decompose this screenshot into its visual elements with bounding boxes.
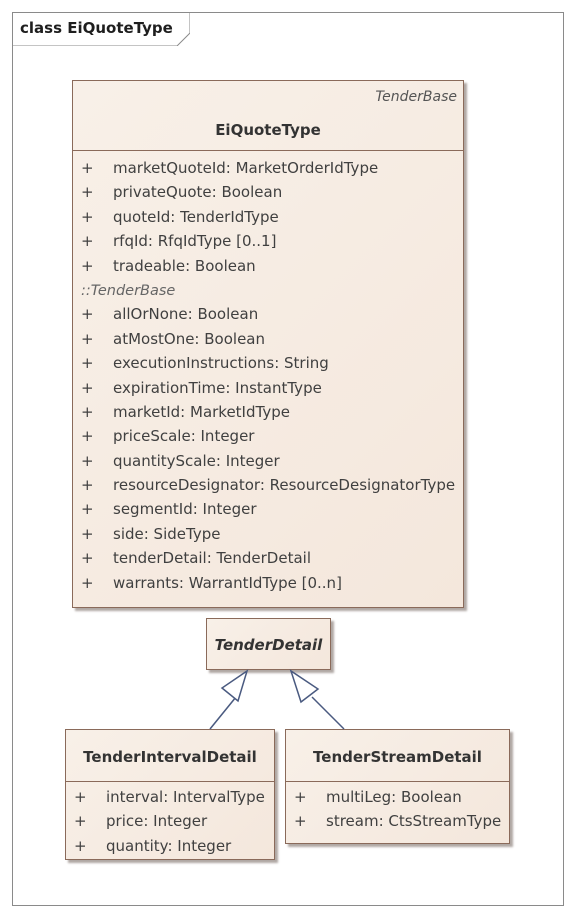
visibility-marker: +	[81, 256, 94, 275]
inherited-label: ::TenderBase	[81, 282, 176, 299]
frame-title: class EiQuoteType	[20, 19, 173, 37]
visibility-marker: +	[74, 788, 87, 806]
visibility-marker: +	[81, 524, 94, 543]
visibility-marker: +	[81, 305, 94, 324]
class-tenderstreamdetail[interactable]: TenderStreamDetail + multiLeg: Boolean + st…	[285, 729, 510, 844]
attribute-text: multiLeg: Boolean	[326, 788, 462, 806]
stereotype-label: TenderBase	[375, 89, 457, 105]
attribute-text: quantityScale: Integer	[113, 451, 280, 470]
class-header: TenderIntervalDetail	[66, 730, 274, 782]
attribute-row[interactable]: + allOrNone: Boolean	[73, 303, 463, 327]
attribute-text: privateQuote: Boolean	[113, 183, 283, 202]
attribute-text: stream: CtsStreamType	[326, 812, 502, 831]
generalization-line-interval	[209, 696, 237, 730]
visibility-marker: +	[81, 500, 94, 519]
attribute-row[interactable]: + price: Integer	[66, 810, 274, 834]
attribute-row[interactable]: + resourceDesignator: ResourceDesignatorT…	[73, 474, 463, 498]
attribute-text: rfqId: RfqIdType [0..1]	[113, 232, 277, 251]
class-tenderdetail[interactable]: TenderDetail	[206, 618, 331, 670]
diagram-frame	[12, 12, 564, 906]
attribute-text: marketQuoteId: MarketOrderIdType	[113, 159, 379, 177]
class-header: TenderStreamDetail	[286, 730, 509, 782]
attribute-row[interactable]: + privateQuote: Boolean	[73, 181, 463, 205]
attribute-text: expirationTime: InstantType	[113, 378, 322, 397]
visibility-marker: +	[294, 812, 307, 831]
attribute-text: tradeable: Boolean	[113, 256, 256, 275]
visibility-marker: +	[81, 573, 94, 592]
visibility-marker: +	[81, 354, 94, 373]
attribute-row[interactable]: + quantityScale: Integer	[73, 450, 463, 474]
attribute-row[interactable]: + tenderDetail: TenderDetail	[73, 547, 463, 571]
attribute-text: quoteId: TenderIdType	[113, 207, 279, 226]
attribute-row[interactable]: + tradeable: Boolean	[73, 255, 463, 279]
visibility-marker: +	[81, 378, 94, 397]
class-eiquotetype[interactable]: TenderBase EiQuoteType + marketQuoteId: M…	[72, 80, 464, 608]
class-name: TenderIntervalDetail	[83, 748, 257, 766]
attribute-row[interactable]: + quantity: Integer	[66, 835, 274, 859]
generalization-arrow-stream	[289, 669, 320, 704]
class-name: TenderStreamDetail	[313, 748, 482, 766]
attribute-text: executionInstructions: String	[113, 354, 329, 373]
generalization-arrow-interval	[220, 669, 249, 703]
attribute-text: allOrNone: Boolean	[113, 305, 259, 324]
attribute-row[interactable]: + quoteId: TenderIdType	[73, 206, 463, 230]
visibility-marker: +	[74, 836, 87, 855]
attribute-list: + marketQuoteId: MarketOrderIdType + privat…	[73, 151, 463, 596]
attribute-row[interactable]: + marketId: MarketIdType	[73, 401, 463, 425]
attribute-row[interactable]: + stream: CtsStreamType	[286, 810, 509, 834]
visibility-marker: +	[81, 159, 94, 177]
visibility-marker: +	[74, 812, 87, 831]
attribute-row[interactable]: + rfqId: RfqIdType [0..1]	[73, 230, 463, 254]
attribute-row[interactable]: + executionInstructions: String	[73, 352, 463, 376]
visibility-marker: +	[81, 207, 94, 226]
class-name: TenderDetail	[214, 636, 323, 654]
class-name: EiQuoteType	[215, 121, 321, 139]
generalization-line-stream	[311, 696, 345, 730]
attribute-row[interactable]: + warrants: WarrantIdType [0..n]	[73, 572, 463, 596]
attribute-text: tenderDetail: TenderDetail	[113, 549, 311, 568]
attribute-text: price: Integer	[106, 812, 208, 831]
visibility-marker: +	[81, 476, 94, 495]
attribute-row[interactable]: + expirationTime: InstantType	[73, 377, 463, 401]
visibility-marker: +	[81, 427, 94, 446]
visibility-marker: +	[81, 402, 94, 421]
class-header: TenderBase EiQuoteType	[73, 81, 463, 151]
attribute-row[interactable]: + marketQuoteId: MarketOrderIdType	[73, 157, 463, 181]
frame-tab	[12, 12, 190, 46]
attribute-row[interactable]: + side: SideType	[73, 523, 463, 547]
attribute-text: side: SideType	[113, 524, 221, 543]
visibility-marker: +	[81, 329, 94, 348]
attribute-text: marketId: MarketIdType	[113, 402, 290, 421]
attribute-text: quantity: Integer	[106, 836, 232, 855]
attribute-text: warrants: WarrantIdType [0..n]	[113, 573, 342, 592]
attribute-list: + multiLeg: Boolean + stream: CtsStreamType	[286, 782, 509, 835]
visibility-marker: +	[81, 549, 94, 568]
attribute-text: resourceDesignator: ResourceDesignatorTy…	[113, 476, 456, 495]
attribute-row[interactable]: + multiLeg: Boolean	[286, 786, 509, 810]
class-tenderintervaldetail[interactable]: TenderIntervalDetail + interval: Interval…	[65, 729, 275, 860]
attribute-text: atMostOne: Boolean	[113, 329, 265, 348]
attribute-row[interactable]: + atMostOne: Boolean	[73, 328, 463, 352]
attribute-text: segmentId: Integer	[113, 500, 257, 519]
attribute-row[interactable]: + priceScale: Integer	[73, 425, 463, 449]
visibility-marker: +	[81, 451, 94, 470]
visibility-marker: +	[294, 788, 307, 806]
attribute-row[interactable]: + segmentId: Integer	[73, 498, 463, 522]
attribute-text: interval: IntervalType	[106, 788, 265, 806]
attribute-text: priceScale: Integer	[113, 427, 255, 446]
attribute-row[interactable]: + interval: IntervalType	[66, 786, 274, 810]
visibility-marker: +	[81, 183, 94, 202]
visibility-marker: +	[81, 232, 94, 251]
attribute-list: + interval: IntervalType + price: Integer + q…	[66, 782, 274, 859]
